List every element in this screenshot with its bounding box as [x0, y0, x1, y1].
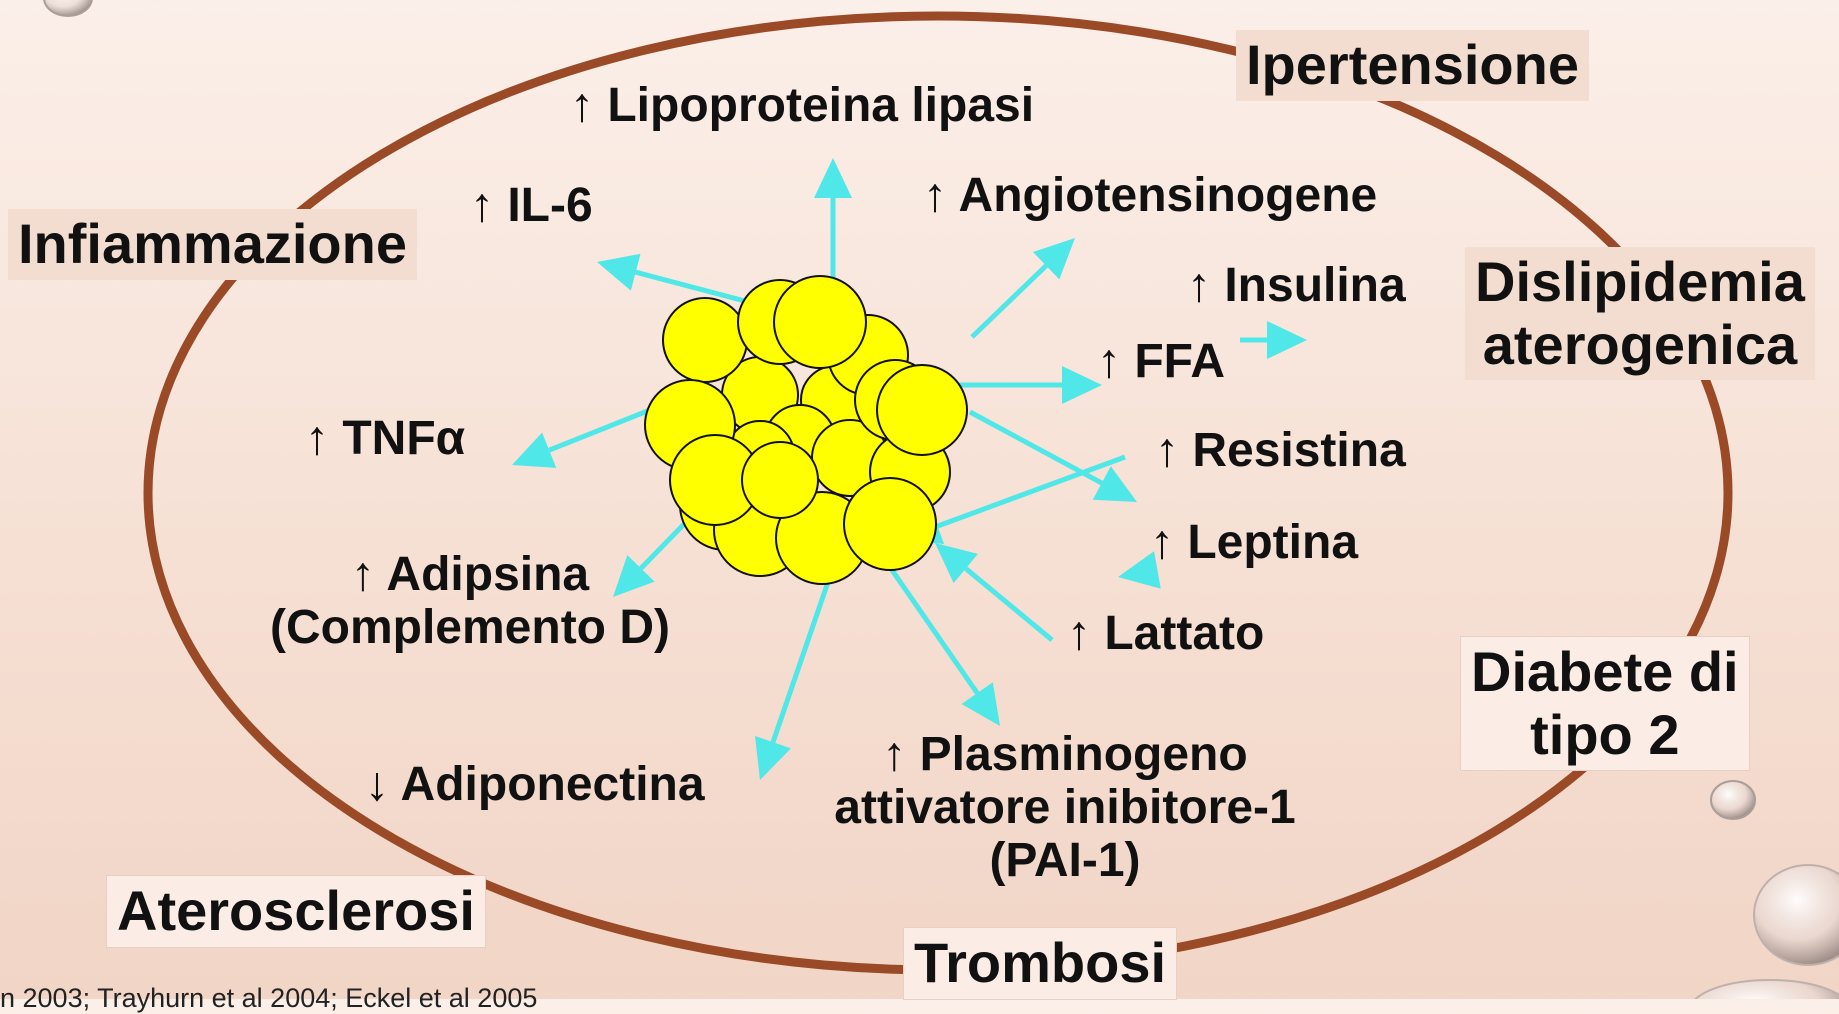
- arrowhead-icon: [1062, 366, 1102, 404]
- arrowhead-icon: [814, 158, 852, 198]
- adipocyte-cell-19: [742, 442, 818, 518]
- condition-dislipidemia-aterogenica: Dislipidemia aterogenica: [1465, 247, 1815, 380]
- condition-aterosclerosi: Aterosclerosi: [106, 875, 486, 948]
- adipocyte-cell-16: [774, 276, 866, 368]
- adipsina-line-1: ↑ Adipsina: [240, 549, 700, 602]
- pai-line-2: attivatore inibitore-1: [785, 782, 1345, 835]
- condition-ipertensione: Ipertensione: [1236, 30, 1589, 101]
- adipocyte-cell-17: [877, 365, 967, 455]
- pai-line-1: ↑ Plasminogeno: [785, 729, 1345, 782]
- condition-diabete-tipo-2: Diabete di tipo 2: [1460, 636, 1750, 771]
- label-angiotensinogene: ↑ Angiotensinogene: [923, 170, 1377, 223]
- label-resistina: ↑ Resistina: [1155, 425, 1406, 478]
- arrowhead-icon: [935, 543, 978, 583]
- label-lattato: ↑ Lattato: [1067, 608, 1264, 661]
- diabete-line-2: tipo 2: [1471, 704, 1739, 767]
- water-drop-icon: [1711, 781, 1755, 819]
- arrowhead-icon: [1267, 321, 1307, 359]
- diabete-line-1: Diabete di: [1471, 641, 1739, 704]
- label-insulina: ↑ Insulina: [1187, 260, 1406, 313]
- arrow-ffa: [955, 366, 1102, 404]
- label-leptina: ↑ Leptina: [1150, 517, 1358, 570]
- dislipidemia-line-1: Dislipidemia: [1475, 251, 1805, 314]
- label-tnf-alpha: ↑ TNFα: [305, 413, 465, 466]
- arrow-shaft: [885, 560, 977, 693]
- label-pai-1: ↑ Plasminogeno attivatore inibitore-1 (P…: [785, 729, 1345, 887]
- arrowhead-icon: [962, 682, 1000, 726]
- condition-infiammazione: Infiammazione: [8, 209, 417, 280]
- arrow-shaft: [966, 569, 1052, 640]
- arrow-insulina: [1240, 321, 1307, 359]
- water-drop-icon: [1754, 865, 1839, 965]
- adipocyte-cluster: [645, 276, 967, 584]
- pai-line-3: (PAI-1): [785, 835, 1345, 888]
- label-adiponectina: ↓ Adiponectina: [365, 759, 705, 812]
- dislipidemia-line-2: aterogenica: [1475, 314, 1805, 377]
- water-drop-icon: [44, 0, 92, 16]
- adipocyte-cell-15: [844, 478, 936, 570]
- arrowhead-icon: [597, 254, 641, 291]
- arrow-shaft: [972, 266, 1046, 337]
- arrow-shaft: [773, 582, 828, 742]
- arrow-tnf-alpha: [512, 408, 655, 468]
- label-il6: ↑ IL-6: [470, 180, 593, 233]
- condition-trombosi: Trombosi: [903, 927, 1177, 1000]
- arrow-angiotensinogene: [972, 238, 1075, 337]
- label-ffa: ↑ FFA: [1097, 336, 1225, 389]
- arrow-resistina: [970, 412, 1137, 502]
- label-lipoproteina-lipasi: ↑ Lipoproteina lipasi: [570, 80, 1034, 133]
- adipsina-line-2: (Complemento D): [240, 602, 700, 655]
- arrow-shaft: [938, 457, 1125, 526]
- arrow-shaft: [549, 408, 655, 450]
- arrow-il6: [597, 254, 760, 305]
- adipocyte-cell-5: [663, 298, 747, 382]
- water-drop-icon: [1690, 980, 1839, 999]
- arrow-lattato-inward: [935, 543, 1052, 640]
- label-adipsina: ↑ Adipsina (Complemento D): [240, 549, 700, 655]
